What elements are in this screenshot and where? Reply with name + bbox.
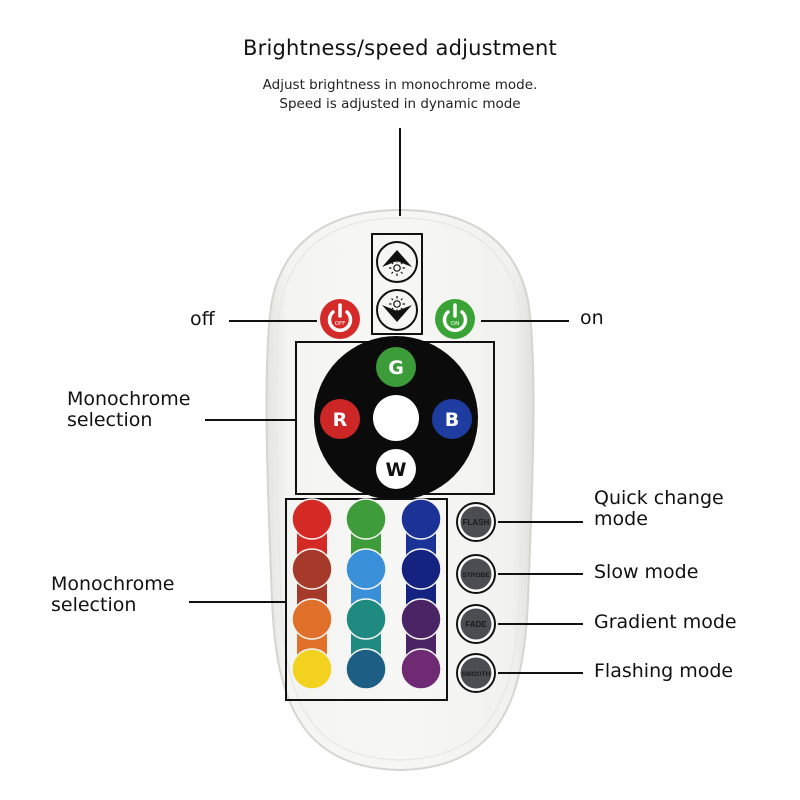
callout-monochrome-bottom-line2: selection [51,594,137,616]
color-button-r1-c2[interactable] [345,498,387,540]
power-on-button[interactable]: ON [435,299,475,339]
callout-monochrome-bottom-line1: Monochrome [51,573,175,595]
green-button-label: G [388,357,404,379]
callout-monochrome-bottom-line [189,601,286,603]
subtitle-line-1: Adjust brightness in monochrome mode. [262,77,538,93]
rgbw-pad [295,336,495,500]
chevron-up-icon [382,250,412,267]
callout-flashing-line [498,672,583,674]
brightness-button-group [371,233,423,335]
callout-monochrome-top: Monochrome selection [67,389,190,431]
color-connector [406,633,436,655]
brightness-up-button[interactable] [376,241,418,283]
callout-monochrome-top-line1: Monochrome [67,388,191,410]
strobe-button-label: STROBE [462,572,490,579]
color-button-r3-c2[interactable] [345,598,387,640]
color-button-r2-c3[interactable] [400,548,442,590]
color-connector [297,633,327,655]
color-button-r3-c1[interactable] [291,598,333,640]
power-off-icon [327,310,353,332]
callout-quick-change-line1: Quick change [594,487,724,509]
brightness-leader-line [399,128,401,216]
callout-quick-change: Quick change mode [594,488,724,530]
center-button [373,395,419,441]
red-button[interactable]: R [320,399,360,439]
brightness-down-icon [389,296,405,312]
mode-buttons: FLASH STROBE FADE SMOOTH [456,502,496,693]
color-grid [291,498,442,690]
power-on-icon [442,310,468,332]
red-button-label: R [333,409,348,431]
blue-button-label: B [445,409,459,431]
color-connector [351,533,381,555]
color-connector [406,583,436,605]
color-button-r4-c2[interactable] [345,648,387,690]
flash-button[interactable]: FLASH [456,502,496,542]
brightness-up-icon [389,260,405,276]
strobe-button[interactable]: STROBE [456,554,496,594]
callout-quick-change-line [498,521,583,523]
callout-slow-line [498,573,583,575]
callout-off: off [190,308,215,330]
callout-on-line [481,320,569,322]
power-off-label: OFF [335,321,346,327]
color-connector [351,583,381,605]
callout-quick-change-line2: mode [594,508,648,530]
color-button-r2-c2[interactable] [345,548,387,590]
fade-button-label: FADE [465,620,487,629]
color-connector [297,583,327,605]
callout-slow: Slow mode [594,561,699,583]
white-button-label: W [386,459,407,481]
smooth-button-label: SMOOTH [462,671,491,678]
power-on-label: ON [451,321,459,327]
color-button-r1-c1[interactable] [291,498,333,540]
blue-button[interactable]: B [432,399,472,439]
color-connector [297,533,327,555]
callout-monochrome-top-line2: selection [67,409,153,431]
diagram-subtitle: Adjust brightness in monochrome mode. Sp… [0,76,800,114]
subtitle-line-2: Speed is adjusted in dynamic mode [279,96,521,112]
brightness-down-button[interactable] [376,289,418,331]
color-button-r1-c3[interactable] [400,498,442,540]
power-off-button[interactable]: OFF [320,299,360,339]
color-button-r4-c3[interactable] [400,648,442,690]
white-button[interactable]: W [376,449,416,489]
callout-on: on [580,307,604,329]
callout-gradient: Gradient mode [594,611,737,633]
fade-button[interactable]: FADE [456,604,496,644]
callout-gradient-line [498,623,583,625]
green-button[interactable]: G [376,347,416,387]
callout-off-line [229,320,317,322]
callout-flashing: Flashing mode [594,660,734,682]
diagram-title: Brightness/speed adjustment [243,36,557,60]
flash-button-label: FLASH [463,518,490,527]
callout-monochrome-bottom: Monochrome selection [51,574,174,616]
smooth-button[interactable]: SMOOTH [456,653,496,693]
color-connector [351,633,381,655]
color-connector [406,533,436,555]
chevron-down-icon [382,305,412,322]
color-button-r4-c1[interactable] [291,648,333,690]
callout-monochrome-top-line [205,419,296,421]
color-button-r2-c1[interactable] [291,548,333,590]
color-button-r3-c3[interactable] [400,598,442,640]
